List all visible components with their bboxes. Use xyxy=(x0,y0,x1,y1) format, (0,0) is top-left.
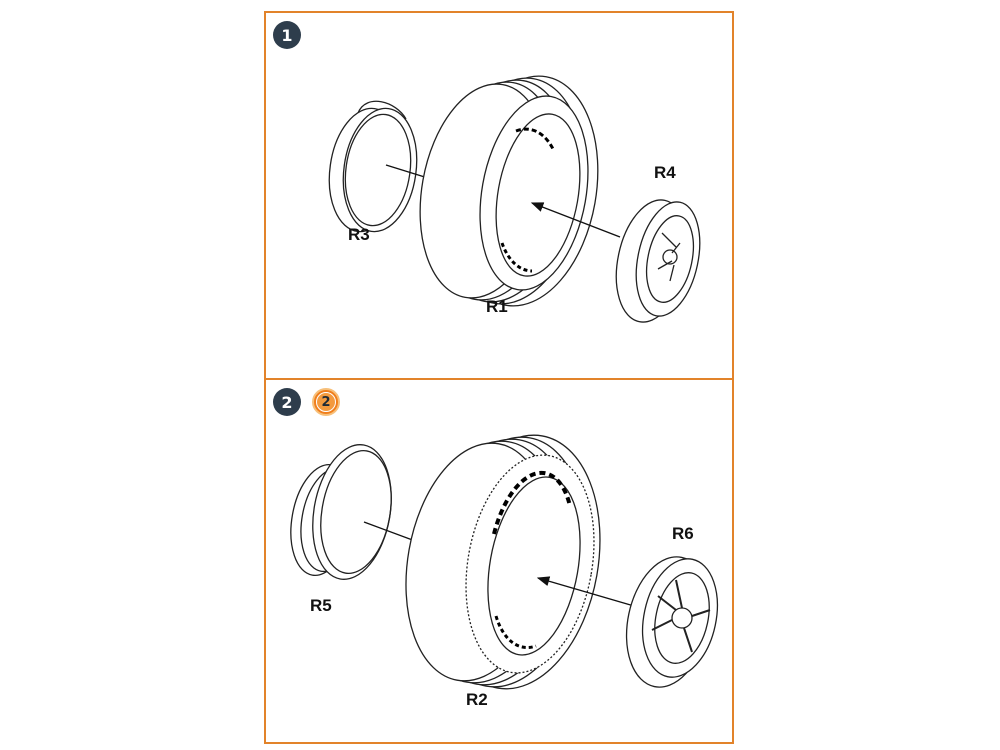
part-label-tire: R2 xyxy=(466,690,488,709)
assembly-step-2-panel: 2 2 xyxy=(264,378,734,744)
part-label-hub-cap: R3 xyxy=(348,225,370,244)
part-label-tire: R1 xyxy=(486,297,508,316)
part-label-wheel: R4 xyxy=(654,163,676,182)
wheel-part xyxy=(625,556,719,688)
variant-badge-number: 2 xyxy=(316,392,336,412)
tire-part xyxy=(419,75,599,307)
tire-part xyxy=(405,434,601,690)
hub-cap-part xyxy=(328,100,418,233)
orange-numbered-circle-icon: 2 xyxy=(312,388,340,416)
part-label-hub-cap: R5 xyxy=(310,596,332,615)
step-2-drawing xyxy=(290,434,719,690)
step-number-badge: 1 xyxy=(273,21,301,49)
hub-cap-part xyxy=(290,444,392,580)
step-number-badge: 2 xyxy=(273,388,301,416)
assembly-step-1-panel: 1 xyxy=(264,11,734,381)
part-label-wheel: R6 xyxy=(672,524,694,543)
wheel-part xyxy=(615,199,701,323)
step-1-drawing xyxy=(328,75,701,323)
